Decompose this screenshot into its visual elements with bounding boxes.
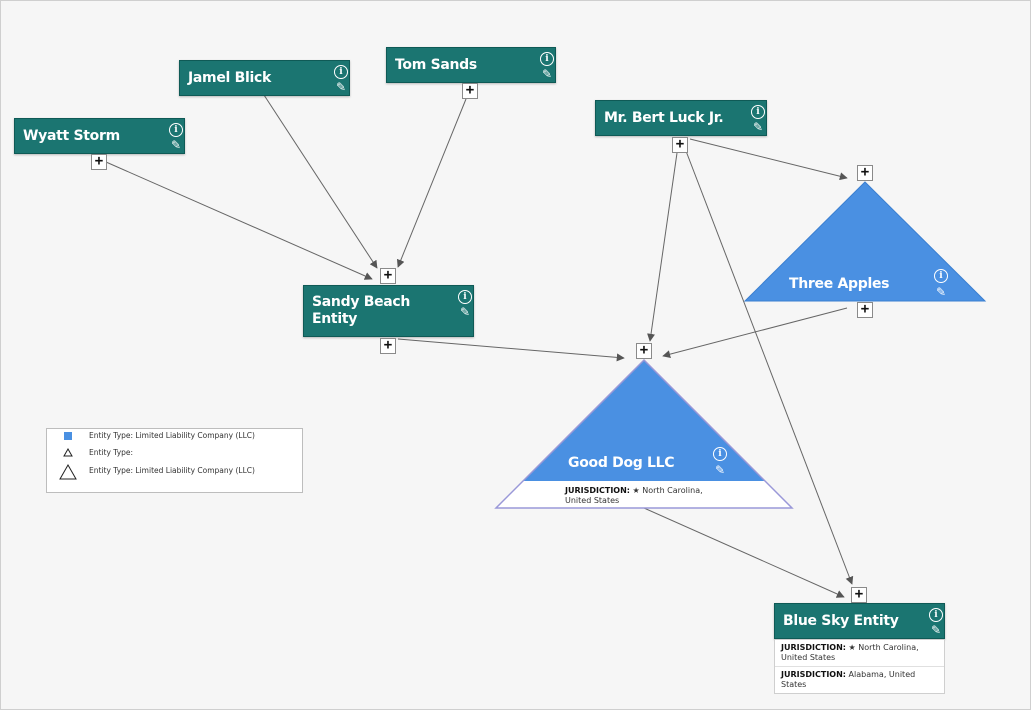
jurisdiction-row: JURISDICTION: Alabama, United States [775,667,944,693]
pencil-icon[interactable]: ✎ [335,80,347,94]
edge-threeapples-to-gooddog [662,307,848,359]
edge-bert-to-bluesky [685,150,854,585]
pencil-icon[interactable]: ✎ [752,120,764,134]
node-wyatt-storm[interactable]: Wyatt Storm i ✎ [14,118,185,154]
edge-jamel-to-sandy [263,94,378,269]
pencil-icon[interactable]: ✎ [170,138,182,152]
node-title: Tom Sands [395,57,477,73]
legend-label: Entity Type: Limited Liability Company (… [89,466,255,475]
node-title: Sandy Beach Entity [312,294,411,327]
node-title: Jamel Blick [188,70,271,86]
node-title: Mr. Bert Luck Jr. [604,110,724,126]
expand-plus-button[interactable]: + [636,343,652,359]
blue-sky-details: JURISDICTION: ★ North Carolina, United S… [774,639,945,694]
filled-square-icon [64,432,72,440]
three-apples-title: Three Apples [789,276,890,292]
node-title: Wyatt Storm [23,128,120,144]
edge-bert-to-threeapples [689,138,848,181]
node-bert-luck[interactable]: Mr. Bert Luck Jr. i ✎ [595,100,767,136]
expand-plus-button[interactable]: + [857,165,873,181]
expand-plus-button[interactable]: + [672,137,688,153]
jurisdiction-row: JURISDICTION: ★ North Carolina, United S… [775,640,944,667]
small-triangle-icon [63,448,73,457]
edge-gooddog-to-bluesky [643,507,845,598]
jurisdiction-label: JURISDICTION: [565,486,630,495]
large-triangle-icon [59,464,77,480]
info-icon[interactable]: i [169,123,183,137]
node-sandy-beach-entity[interactable]: Sandy Beach Entity i ✎ [303,285,474,337]
expand-plus-button[interactable]: + [380,268,396,284]
edge-sandy-to-gooddog [397,338,625,362]
edge-bert-to-gooddog [647,152,678,342]
node-tom-sands[interactable]: Tom Sands i ✎ [386,47,556,83]
node-jamel-blick[interactable]: Jamel Blick i ✎ [179,60,350,96]
expand-plus-button[interactable]: + [462,83,478,99]
info-icon[interactable]: i [934,269,948,283]
info-icon[interactable]: i [540,52,554,66]
pencil-icon[interactable]: ✎ [930,623,942,637]
pencil-icon[interactable]: ✎ [459,305,471,319]
jurisdiction-value: ★ North Carolina, United States [565,486,703,505]
legend-label: Entity Type: [89,448,134,457]
expand-plus-button[interactable]: + [91,154,107,170]
expand-plus-button[interactable]: + [857,302,873,318]
node-blue-sky-entity[interactable]: Blue Sky Entity i ✎ [774,603,945,639]
good-dog-details: JURISDICTION: ★ North Carolina, United S… [559,484,729,508]
edge-wyatt-to-sandy [105,161,373,280]
info-icon[interactable]: i [713,447,727,461]
node-title: Blue Sky Entity [783,613,899,629]
jurisdiction-value: Alabama, United States [781,670,916,689]
info-icon[interactable]: i [751,105,765,119]
info-icon[interactable]: i [458,290,472,304]
pencil-icon[interactable]: ✎ [935,285,947,299]
pencil-icon[interactable]: ✎ [714,463,726,477]
jurisdiction-value: ★ North Carolina, United States [781,643,919,662]
expand-plus-button[interactable]: + [851,587,867,603]
expand-plus-button[interactable]: + [380,338,396,354]
info-icon[interactable]: i [929,608,943,622]
pencil-icon[interactable]: ✎ [541,67,553,81]
edge-tom-to-sandy [396,98,467,268]
good-dog-title: Good Dog LLC [568,455,675,471]
jurisdiction-label: JURISDICTION: [781,643,846,652]
jurisdiction-label: JURISDICTION: [781,670,846,679]
legend-label: Entity Type: Limited Liability Company (… [89,431,255,440]
legend: Entity Type: Limited Liability Company (… [46,428,303,493]
info-icon[interactable]: i [334,65,348,79]
